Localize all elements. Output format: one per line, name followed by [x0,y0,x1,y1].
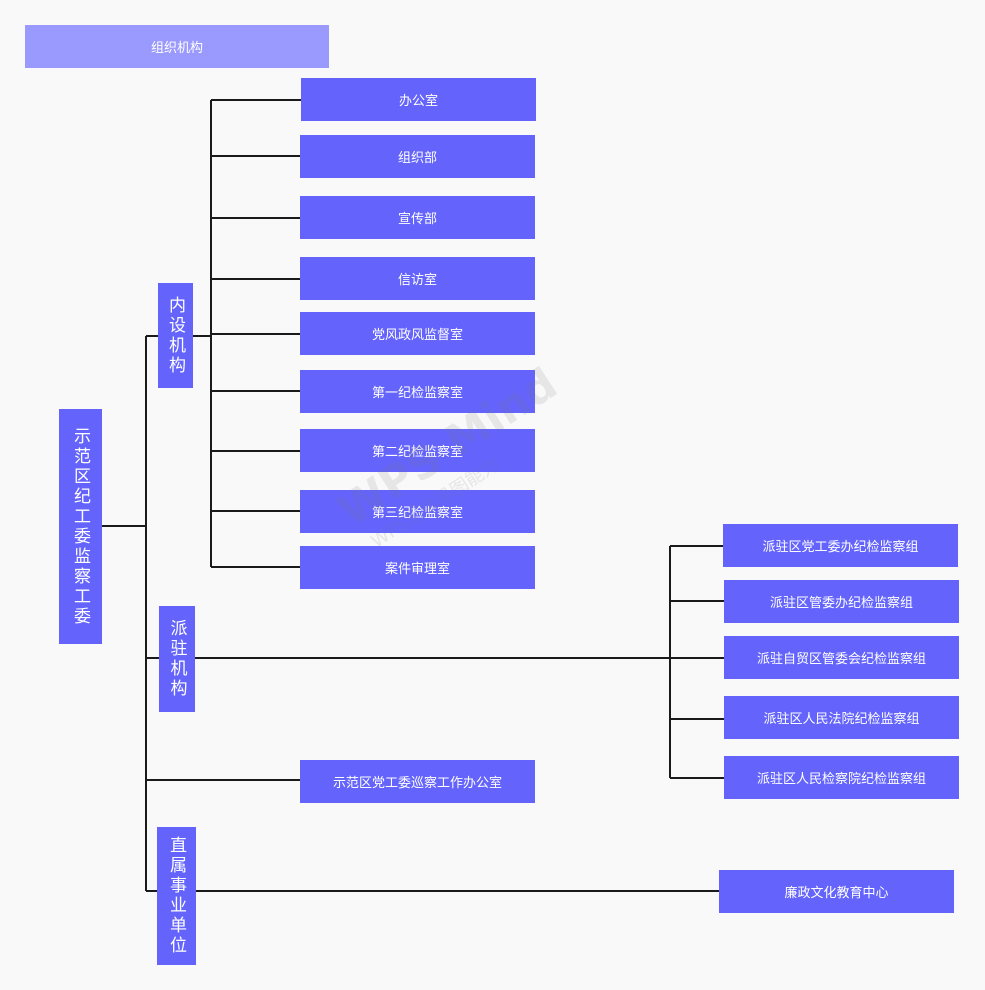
internal-item-second-office[interactable]: 第二纪检监察室 [300,429,535,472]
branch-affiliated-node[interactable]: 直属事业单位 [157,827,196,965]
internal-item-third-office[interactable]: 第三纪检监察室 [300,490,535,533]
page-title: 组织机构 [25,25,329,68]
branch-dispatched-node[interactable]: 派驻机构 [159,606,195,712]
dispatched-item-free-trade[interactable]: 派驻自贸区管委会纪检监察组 [724,636,959,679]
internal-item-organization[interactable]: 组织部 [300,135,535,178]
root-node[interactable]: 示范区纪工委监察工委 [59,409,102,644]
internal-item-publicity[interactable]: 宣传部 [300,196,535,239]
internal-item-first-office[interactable]: 第一纪检监察室 [300,370,535,413]
inspection-office-node[interactable]: 示范区党工委巡察工作办公室 [300,760,535,803]
dispatched-item-party-committee[interactable]: 派驻区党工委办纪检监察组 [723,524,958,567]
internal-item-office[interactable]: 办公室 [301,78,536,121]
internal-item-conduct-supervision[interactable]: 党风政风监督室 [300,312,535,355]
internal-item-petition[interactable]: 信访室 [300,257,535,300]
affiliated-item-education-center[interactable]: 廉政文化教育中心 [719,870,954,913]
internal-item-case-review[interactable]: 案件审理室 [300,546,535,589]
dispatched-item-management[interactable]: 派驻区管委办纪检监察组 [724,580,959,623]
branch-internal-node[interactable]: 内设机构 [158,283,193,388]
dispatched-item-procuratorate[interactable]: 派驻区人民检察院纪检监察组 [724,756,959,799]
dispatched-item-court[interactable]: 派驻区人民法院纪检监察组 [724,696,959,739]
